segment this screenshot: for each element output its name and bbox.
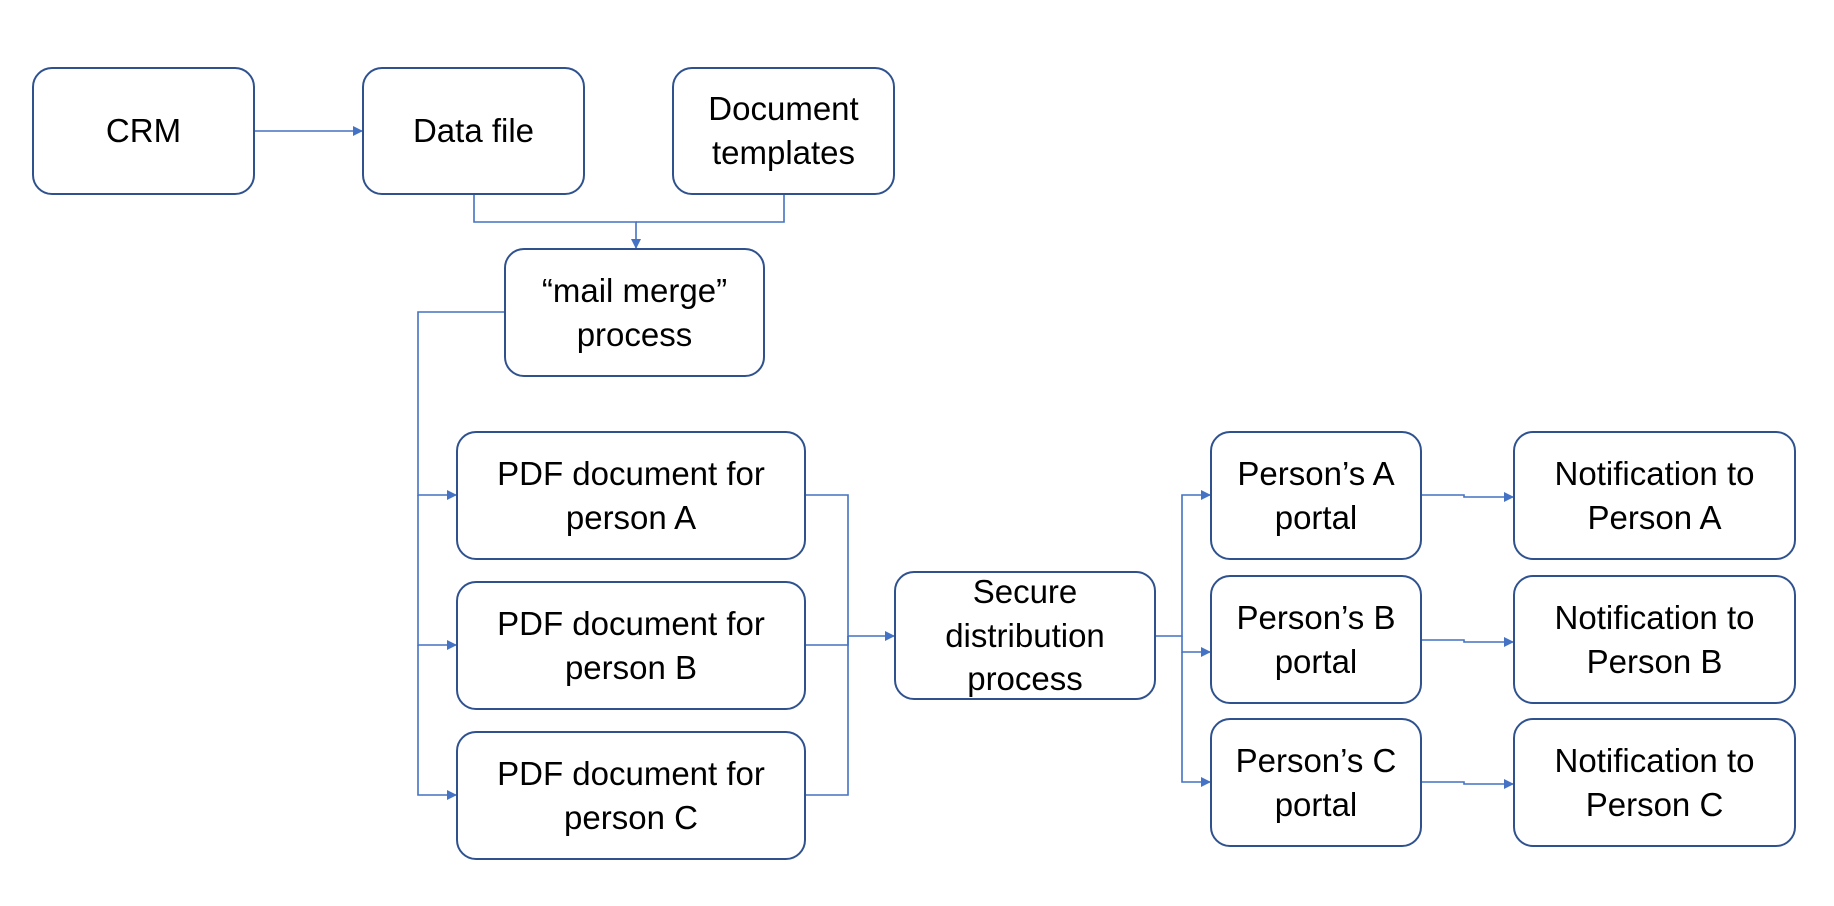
portal-person-a-node: Person’s A portal [1210,431,1422,560]
pdf-person-c-node: PDF document for person C [456,731,806,860]
portal-person-b-node: Person’s B portal [1210,575,1422,704]
edge-portal-a-to-notification-a [1422,492,1514,502]
edge-pdf-c-to-secure-distribution [806,636,849,796]
notification-person-a-node: Notification to Person A [1513,431,1796,560]
edge-secure-distribution-to-portal-b [1181,636,1211,657]
edge-mail-merge-to-pdf-a [417,311,504,500]
edge-data-file-to-mail-merge [473,195,641,249]
pdf-person-b-node: PDF document for person B [456,581,806,710]
notification-person-b-node: Notification to Person B [1513,575,1796,704]
edge-mail-merge-to-pdf-c [417,645,457,800]
data-file-node: Data file [362,67,585,195]
portal-person-c-node: Person’s C portal [1210,718,1422,847]
document-templates-node: Document templates [672,67,895,195]
edge-document-templates-to-mail-merge [636,195,785,223]
crm-node: CRM [32,67,255,195]
edge-mail-merge-to-pdf-b [417,495,457,650]
edge-secure-distribution-to-portal-c [1181,652,1211,787]
pdf-person-a-node: PDF document for person A [456,431,806,560]
edge-portal-c-to-notification-c [1422,779,1514,789]
edge-portal-b-to-notification-b [1422,637,1514,647]
edge-secure-distribution-to-portal-a [1156,490,1211,637]
edge-pdf-a-to-secure-distribution [806,494,895,641]
notification-person-c-node: Notification to Person C [1513,718,1796,847]
edge-pdf-b-to-secure-distribution [806,636,849,646]
secure-distribution-node: Secure distribution process [894,571,1156,700]
mail-merge-node: “mail merge” process [504,248,765,377]
